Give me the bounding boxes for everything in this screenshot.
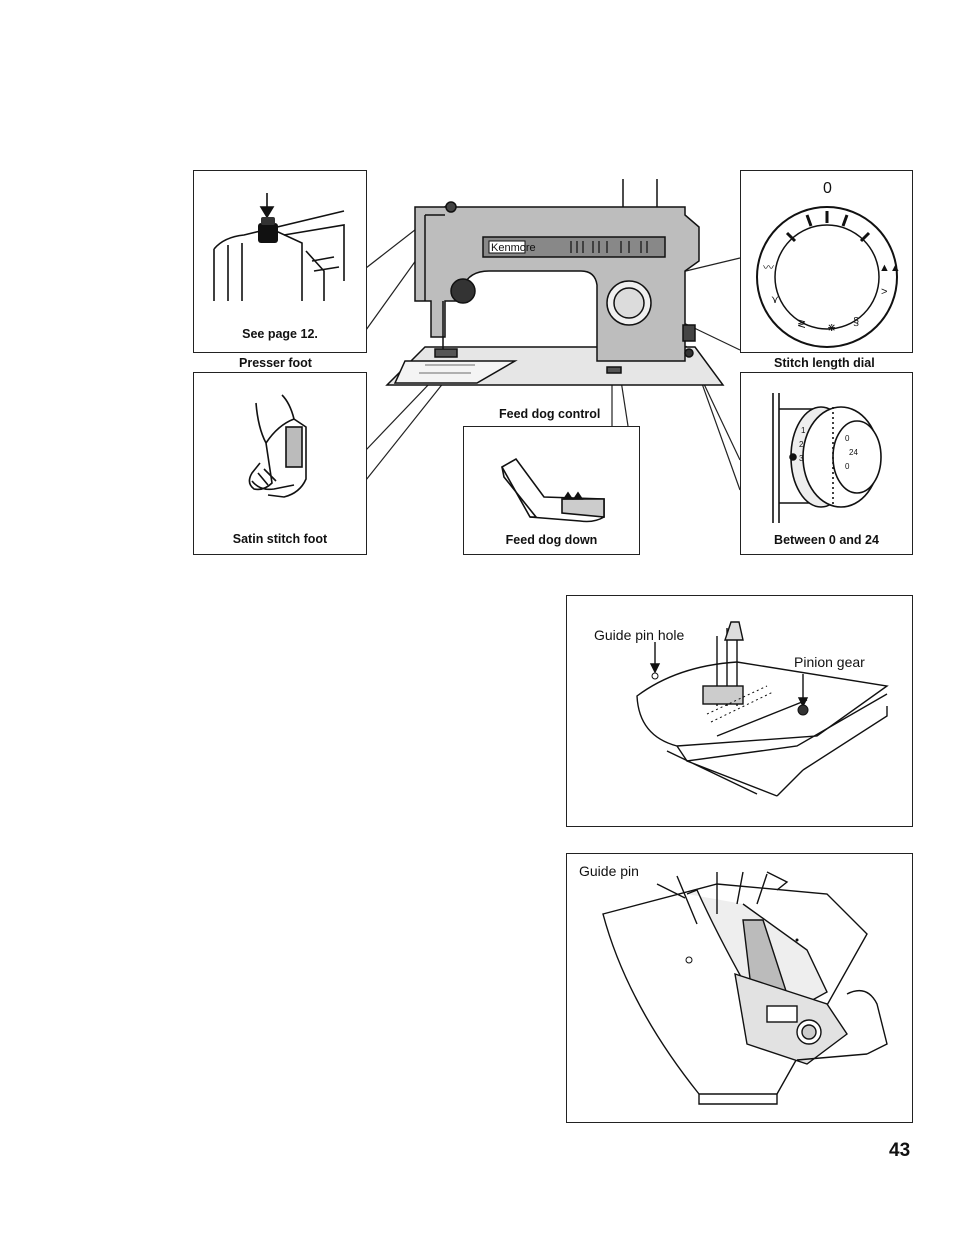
see-page-caption: See page 12. <box>194 327 366 341</box>
svg-text:≷: ≷ <box>797 318 806 330</box>
svg-text:§: § <box>853 316 859 328</box>
satin-stitch-foot-panel: Satin stitch foot <box>193 372 367 555</box>
dial-side-illustration: 1 2 3 0 24 0 <box>741 373 914 533</box>
svg-text:0: 0 <box>845 462 850 471</box>
feed-dog-control-label: Feed dog control <box>499 407 600 421</box>
satin-stitch-caption: Satin stitch foot <box>194 532 366 546</box>
presser-screw-panel: See page 12. <box>193 170 367 353</box>
figure-guide-pin-hole: Guide pin hole Pinion gear <box>566 595 913 827</box>
svg-text:3: 3 <box>799 454 804 463</box>
dial-top-mark: 0 <box>823 180 832 197</box>
stitch-dial-illustration: 0 〰 ▲▲ > ⋎ ≷ ⋇ § <box>741 171 914 354</box>
feed-dog-down-panel: Feed dog down <box>463 426 640 555</box>
svg-text:24: 24 <box>849 448 858 457</box>
guide-pin-label: Guide pin <box>579 863 639 879</box>
stitch-dial-panel: 0 〰 ▲▲ > ⋎ ≷ ⋇ § <box>740 170 913 353</box>
presser-screw-illustration <box>194 171 368 321</box>
svg-text:1: 1 <box>801 426 806 435</box>
stitch-length-dial-label: Stitch length dial <box>774 356 875 370</box>
svg-text:⋇: ⋇ <box>827 322 836 334</box>
brand-label: Kenmore <box>491 242 536 254</box>
satin-stitch-foot-illustration <box>194 373 368 523</box>
svg-text:〰: 〰 <box>763 262 774 274</box>
page-number: 43 <box>889 1140 910 1162</box>
feed-dog-down-caption: Feed dog down <box>464 533 639 547</box>
between-0-and-24-caption: Between 0 and 24 <box>741 533 912 547</box>
svg-text:>: > <box>881 286 887 298</box>
presser-foot-label: Presser foot <box>239 356 312 370</box>
dial-side-panel: 1 2 3 0 24 0 Between 0 and 24 <box>740 372 913 555</box>
svg-text:0: 0 <box>845 434 850 443</box>
pinion-gear-label: Pinion gear <box>794 654 865 670</box>
svg-text:2: 2 <box>799 440 804 449</box>
feed-dog-lever-illustration <box>464 427 641 537</box>
sewing-machine-illustration: Kenmore <box>385 175 725 390</box>
svg-text:⋎: ⋎ <box>771 294 779 306</box>
figure-guide-pin: Guide pin <box>566 853 913 1123</box>
guide-pin-hole-label: Guide pin hole <box>594 627 684 643</box>
svg-text:▲▲: ▲▲ <box>879 262 901 274</box>
attachment-mount-illustration <box>567 854 914 1124</box>
